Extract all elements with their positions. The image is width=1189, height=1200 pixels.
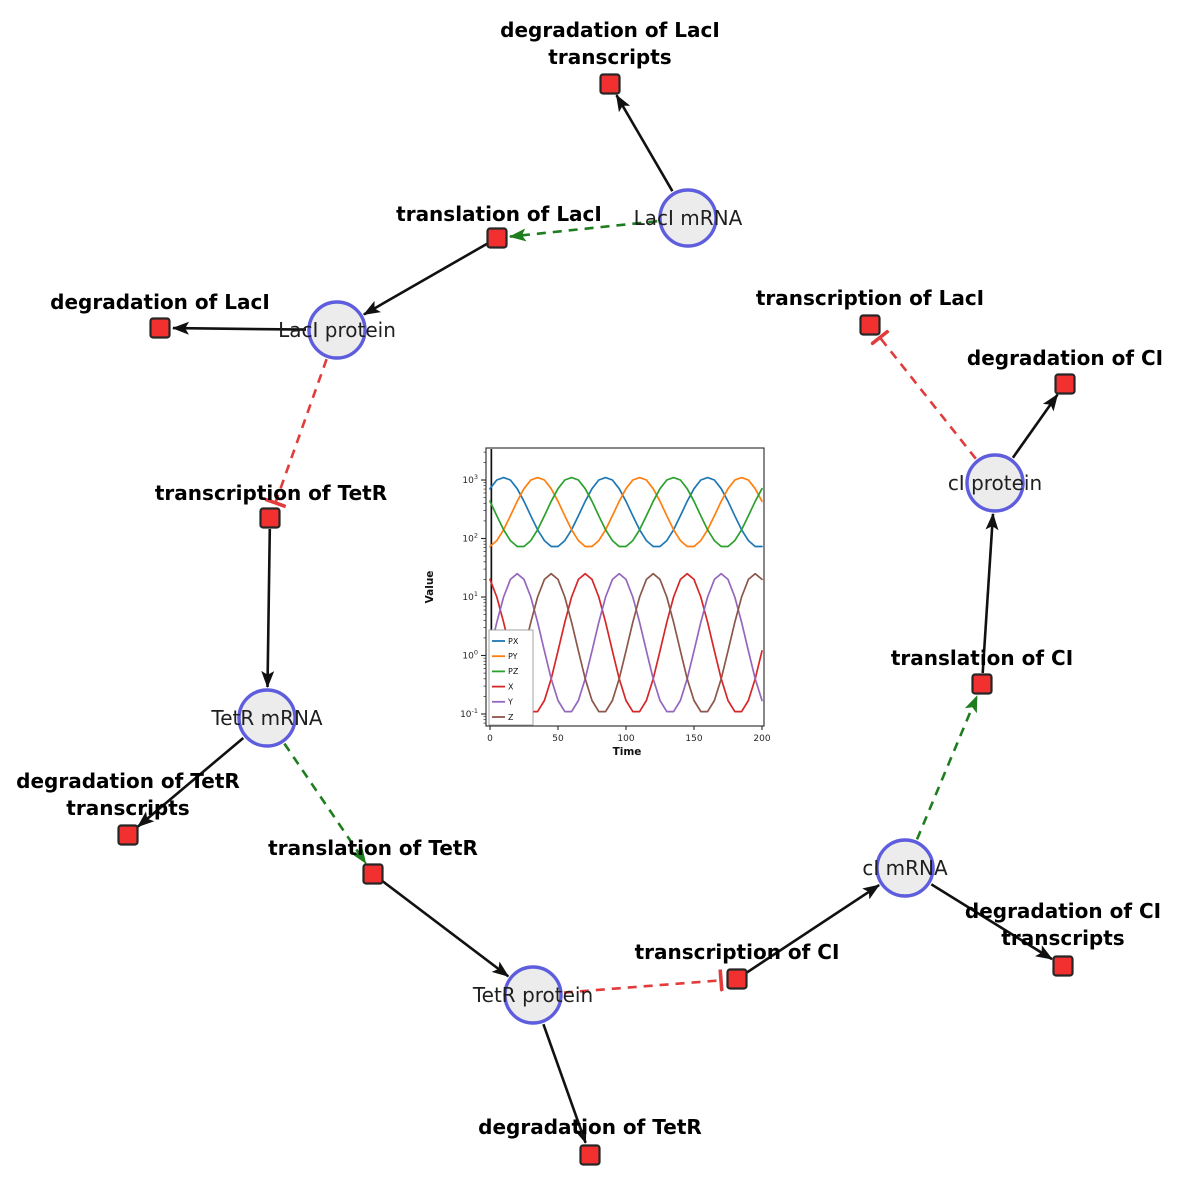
series-line-PX: [489, 476, 763, 548]
reaction-label-deg_tetr_tx: degradation of TetR: [16, 769, 240, 793]
reaction-label-transc_laci: transcription of LacI: [756, 286, 984, 310]
reaction-node-transl_laci[interactable]: [486, 227, 508, 249]
species-label-laci_mrna: LacI mRNA: [634, 206, 743, 230]
x-tick-label: 100: [617, 734, 634, 744]
species-node-laci_protein[interactable]: [307, 300, 367, 360]
species-label-tetr_protein: TetR protein: [472, 983, 593, 1007]
series-line-PZ: [489, 476, 763, 548]
y-tick-label: 100: [462, 649, 478, 662]
legend-label-Z: Z: [508, 713, 514, 722]
nodes-layer: [117, 73, 1076, 1166]
series-line-X: [489, 572, 763, 713]
edge-substrate-ci_protein-to-deg_ci: [1011, 393, 1059, 459]
legend-label-PZ: PZ: [508, 667, 519, 676]
labels-layer: degradation of LacI transcripts translatio…: [16, 18, 1163, 1139]
edge-inhibition-ci_protein-to-transc_laci: [880, 338, 977, 460]
species-label-ci_mrna: cI mRNA: [862, 856, 948, 880]
series-line-PY: [489, 476, 763, 548]
species-node-laci_mrna[interactable]: [658, 188, 718, 248]
edge-modifier-tetr_mrna-to-transl_tetr: [283, 742, 367, 865]
y-tick-label: 103: [462, 473, 478, 486]
reaction-label-deg_laci: degradation of LacI: [50, 290, 270, 314]
edge-modifier-ci_mrna-to-transl_ci: [915, 695, 979, 840]
edge-substrate-laci_mrna-to-deg_laci_tx: [615, 94, 674, 192]
reaction-node-deg_laci_tx[interactable]: [599, 73, 621, 95]
reaction-node-deg_ci_tx[interactable]: [1052, 955, 1074, 977]
x-axis-label: Time: [613, 746, 642, 758]
x-tick-label: 150: [685, 734, 702, 744]
species-label-tetr_mrna: TetR mRNA: [210, 706, 323, 730]
edge-product-transl_tetr-to-tetr_protein: [381, 879, 510, 978]
y-axis-label: Value: [424, 571, 436, 604]
series-line-Y: [489, 572, 763, 713]
reaction-node-transc_laci[interactable]: [859, 314, 881, 336]
species-node-tetr_protein[interactable]: [503, 965, 563, 1025]
species-label-laci_protein: LacI protein: [278, 318, 396, 342]
reaction-label-deg_ci_tx: degradation of CI: [965, 899, 1161, 923]
reaction-node-deg_laci[interactable]: [149, 317, 171, 339]
reaction-label-transl_ci: translation of CI: [891, 646, 1073, 670]
reaction-node-deg_tetr_tx[interactable]: [117, 824, 139, 846]
edge-substrate-tetr_mrna-to-deg_tetr_tx: [137, 737, 245, 828]
reaction-label-deg_ci_tx: transcripts: [1001, 926, 1124, 950]
legend-box: [488, 629, 534, 726]
x-tick-label: 50: [552, 734, 564, 744]
species-node-ci_protein[interactable]: [965, 453, 1025, 513]
y-tick-label: 10-1: [460, 707, 478, 720]
species-label-ci_protein: cI protein: [948, 471, 1042, 495]
reaction-label-deg_tetr_tx: transcripts: [66, 796, 189, 820]
reaction-label-deg_laci_tx: degradation of LacI: [500, 18, 720, 42]
edge-product-transl_laci-to-laci_protein: [363, 242, 489, 316]
legend: PX PY PZ XYZ: [488, 629, 534, 726]
reaction-label-transl_tetr: translation of TetR: [268, 836, 478, 860]
reaction-label-transc_tetr: transcription of TetR: [155, 481, 387, 505]
reaction-label-transc_ci: transcription of CI: [635, 940, 840, 964]
edge-product-transc_ci-to-ci_mrna: [745, 884, 880, 974]
legend-label-PX: PX: [508, 637, 519, 646]
y-tick-label: 101: [462, 590, 478, 603]
edges-layer: [137, 94, 1059, 1144]
edge-product-transl_ci-to-ci_protein: [981, 512, 999, 674]
species-node-tetr_mrna[interactable]: [237, 688, 297, 748]
y-tick-label: 102: [462, 532, 478, 545]
species-node-ci_mrna[interactable]: [875, 838, 935, 898]
legend-label-X: X: [508, 682, 514, 691]
reaction-label-deg_laci_tx: transcripts: [548, 45, 671, 69]
series-line-Z: [489, 572, 763, 713]
edge-product-transc_tetr-to-tetr_mrna: [261, 528, 275, 688]
reaction-label-deg_ci: degradation of CI: [967, 346, 1163, 370]
edge-substrate-tetr_protein-to-deg_tetr: [542, 1023, 587, 1144]
legend-label-PY: PY: [508, 652, 518, 661]
edge-substrate-laci_protein-to-deg_laci: [172, 321, 307, 335]
reaction-node-transl_ci[interactable]: [971, 673, 993, 695]
reaction-node-transc_tetr[interactable]: [259, 507, 281, 529]
reaction-label-transl_laci: translation of LacI: [396, 202, 602, 226]
reaction-label-deg_tetr: degradation of TetR: [478, 1115, 702, 1139]
x-tick-label: 0: [487, 734, 493, 744]
x-tick-label: 200: [753, 734, 770, 744]
legend-label-Y: Y: [507, 698, 513, 707]
reaction-node-transc_ci[interactable]: [726, 968, 748, 990]
reaction-node-deg_ci[interactable]: [1054, 373, 1076, 395]
edge-substrate-ci_mrna-to-deg_ci_tx: [930, 883, 1053, 961]
reaction-node-transl_tetr[interactable]: [362, 863, 384, 885]
edge-modifier-laci_mrna-to-transl_laci: [508, 219, 658, 242]
edge-inhibition-tetr_protein-to-transc_ci: [563, 980, 721, 994]
reaction-node-deg_tetr[interactable]: [579, 1144, 601, 1166]
